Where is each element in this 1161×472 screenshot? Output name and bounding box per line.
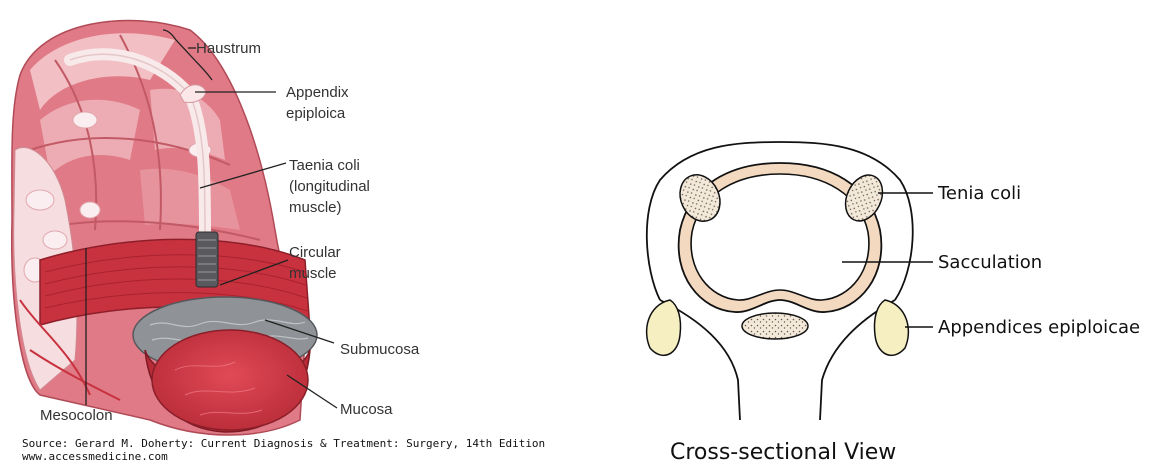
label-tenia-coli: Tenia coli: [937, 183, 1021, 204]
label-appendices-epiploicae: Appendices epiploicae: [938, 317, 1140, 338]
label-sacculation: Sacculation: [938, 252, 1042, 273]
label-appendix-line1: Appendix: [286, 84, 349, 101]
mucosa-surface: [152, 330, 308, 430]
label-mucosa: Mucosa: [340, 401, 393, 418]
label-haustrum: Haustrum: [196, 40, 261, 57]
label-appendix-line2: epiploica: [286, 105, 346, 122]
label-submucosa: Submucosa: [340, 341, 420, 358]
source-line-2: www.accessmedicine.com: [22, 450, 545, 463]
colon-illustration: [12, 20, 317, 435]
cross-section-caption: Cross-sectional View: [670, 440, 896, 465]
appendix-epiploica-right: [874, 300, 908, 355]
label-taenia-line1: Taenia coli: [289, 157, 360, 174]
label-taenia-line3: muscle): [289, 199, 342, 216]
label-mesocolon: Mesocolon: [40, 407, 113, 424]
cross-section-diagram: [647, 142, 913, 420]
appendix-epiploica-left: [647, 300, 681, 355]
source-citation: Source: Gerard M. Doherty: Current Diagn…: [22, 437, 545, 463]
label-circular-line2: muscle: [289, 265, 337, 282]
label-circular-line1: Circular: [289, 244, 341, 261]
tenia-coli-bottom: [742, 313, 808, 339]
right-labels: Tenia coli Sacculation Appendices epiplo…: [937, 183, 1140, 338]
source-line-1: Source: Gerard M. Doherty: Current Diagn…: [22, 437, 545, 450]
label-taenia-line2: (longitudinal: [289, 178, 370, 195]
